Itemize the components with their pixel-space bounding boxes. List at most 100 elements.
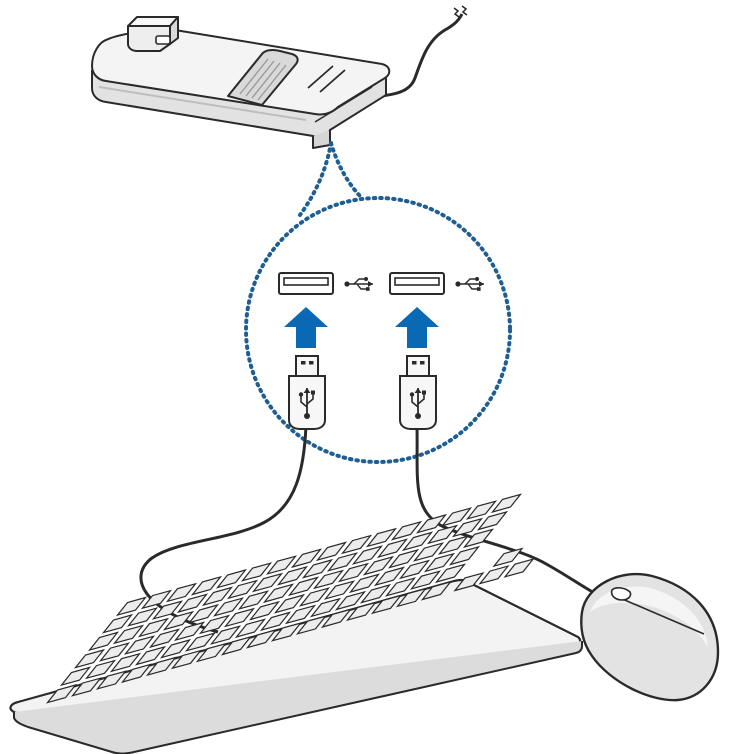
keyboard-key bbox=[195, 642, 228, 663]
keyboard-key bbox=[237, 590, 270, 610]
keyboard-key bbox=[176, 593, 209, 614]
keyboard bbox=[9, 493, 583, 754]
keyboard-key bbox=[70, 677, 103, 697]
usb-plug-left bbox=[288, 355, 326, 430]
keyboard-key bbox=[273, 593, 306, 614]
usb-trident-icon bbox=[409, 388, 426, 419]
keyboard-key bbox=[345, 601, 378, 622]
dock-station bbox=[91, 5, 468, 149]
mouse bbox=[580, 572, 720, 702]
keyboard-key bbox=[309, 597, 342, 618]
keyboard-key bbox=[395, 587, 428, 608]
keyboard-key bbox=[209, 625, 242, 645]
usb-trident-icon bbox=[298, 388, 315, 419]
keyboard-key bbox=[226, 579, 259, 600]
keyboard-key bbox=[412, 542, 445, 562]
keyboard-key bbox=[165, 582, 198, 603]
keyboard-key bbox=[265, 555, 298, 575]
keyboard-key bbox=[401, 531, 434, 552]
mouse-button-split bbox=[619, 597, 705, 635]
up-arrow-icon bbox=[284, 307, 328, 348]
keyboard-key bbox=[187, 603, 220, 624]
keyboard-key bbox=[87, 631, 120, 652]
keyboard-key bbox=[362, 555, 395, 576]
keyboard-key bbox=[101, 613, 134, 634]
dock-power-cable bbox=[371, 13, 464, 99]
keyboard-key bbox=[490, 493, 523, 514]
keyboard-key bbox=[162, 610, 195, 631]
keyboard-key bbox=[223, 607, 256, 628]
keyboard-keys bbox=[45, 493, 535, 704]
keyboard-key bbox=[295, 615, 328, 635]
keyboard-key bbox=[476, 510, 509, 531]
keyboard-key bbox=[245, 628, 278, 649]
keyboard-key bbox=[134, 645, 167, 666]
keyboard-key bbox=[423, 552, 456, 573]
keyboard-key bbox=[240, 562, 273, 582]
keyboard-key bbox=[415, 513, 448, 534]
usb-port-left bbox=[278, 272, 334, 295]
keyboard-key bbox=[398, 559, 431, 580]
keyboard-key bbox=[437, 535, 470, 555]
keyboard-key bbox=[284, 604, 317, 625]
up-arrow-icon bbox=[395, 307, 439, 348]
keyboard-key bbox=[251, 572, 284, 593]
keyboard-key bbox=[426, 524, 459, 545]
keyboard-key bbox=[320, 608, 353, 629]
keyboard-arrow-key bbox=[503, 558, 535, 578]
keyboard-key bbox=[326, 552, 359, 572]
keyboard-key bbox=[420, 580, 453, 601]
keyboard-key bbox=[301, 558, 334, 579]
keyboard-key bbox=[270, 622, 303, 642]
keyboard-key bbox=[387, 548, 420, 569]
keyboard-key bbox=[201, 586, 234, 607]
keyboard-key bbox=[59, 666, 92, 687]
keyboard-arrow-key bbox=[492, 547, 524, 568]
keyboard-key bbox=[465, 500, 498, 520]
keyboard-key bbox=[123, 635, 156, 655]
keyboard-key bbox=[137, 617, 170, 638]
keyboard-key bbox=[337, 562, 370, 583]
keyboard-arrow-key bbox=[453, 571, 485, 592]
keyboard-key bbox=[451, 517, 484, 538]
usb-symbol-icon bbox=[455, 277, 484, 291]
keyboard-key bbox=[298, 587, 331, 607]
keyboard-key bbox=[115, 596, 148, 617]
mouse-scroll-wheel bbox=[610, 587, 632, 601]
keyboard-key bbox=[290, 548, 323, 569]
usb-ports-callout bbox=[244, 141, 512, 464]
keyboard-key bbox=[276, 565, 309, 586]
keyboard-key bbox=[390, 520, 423, 541]
keyboard-key bbox=[109, 652, 142, 673]
keyboard-key bbox=[334, 590, 367, 611]
keyboard-key bbox=[370, 594, 403, 615]
keyboard-key bbox=[184, 632, 217, 652]
keyboard-key bbox=[365, 527, 398, 548]
keyboard-key bbox=[159, 638, 192, 659]
callout-circle bbox=[244, 196, 512, 464]
keyboard-key bbox=[95, 670, 128, 690]
keyboard-key bbox=[220, 635, 253, 656]
usb-symbol-icon bbox=[344, 277, 373, 291]
keyboard-arrow-key bbox=[478, 565, 510, 585]
keyboard-key bbox=[312, 569, 345, 590]
keyboard-key bbox=[259, 611, 292, 632]
keyboard-key bbox=[448, 545, 481, 566]
usb-plug-right bbox=[399, 355, 437, 430]
keyboard-key bbox=[84, 659, 117, 680]
keyboard-key bbox=[359, 583, 392, 604]
keyboard-key bbox=[409, 570, 442, 590]
keyboard-key bbox=[198, 614, 231, 635]
keyboard-key bbox=[45, 683, 78, 704]
keyboard-key bbox=[262, 583, 295, 604]
keyboard-key bbox=[373, 566, 406, 587]
keyboard-key bbox=[323, 580, 356, 600]
keyboard-key bbox=[351, 545, 384, 565]
keyboard-key bbox=[212, 597, 245, 617]
keyboard-key bbox=[376, 538, 409, 559]
keyboard-cable bbox=[139, 425, 308, 634]
keyboard-key bbox=[151, 600, 184, 620]
keyboard-key bbox=[315, 541, 348, 562]
